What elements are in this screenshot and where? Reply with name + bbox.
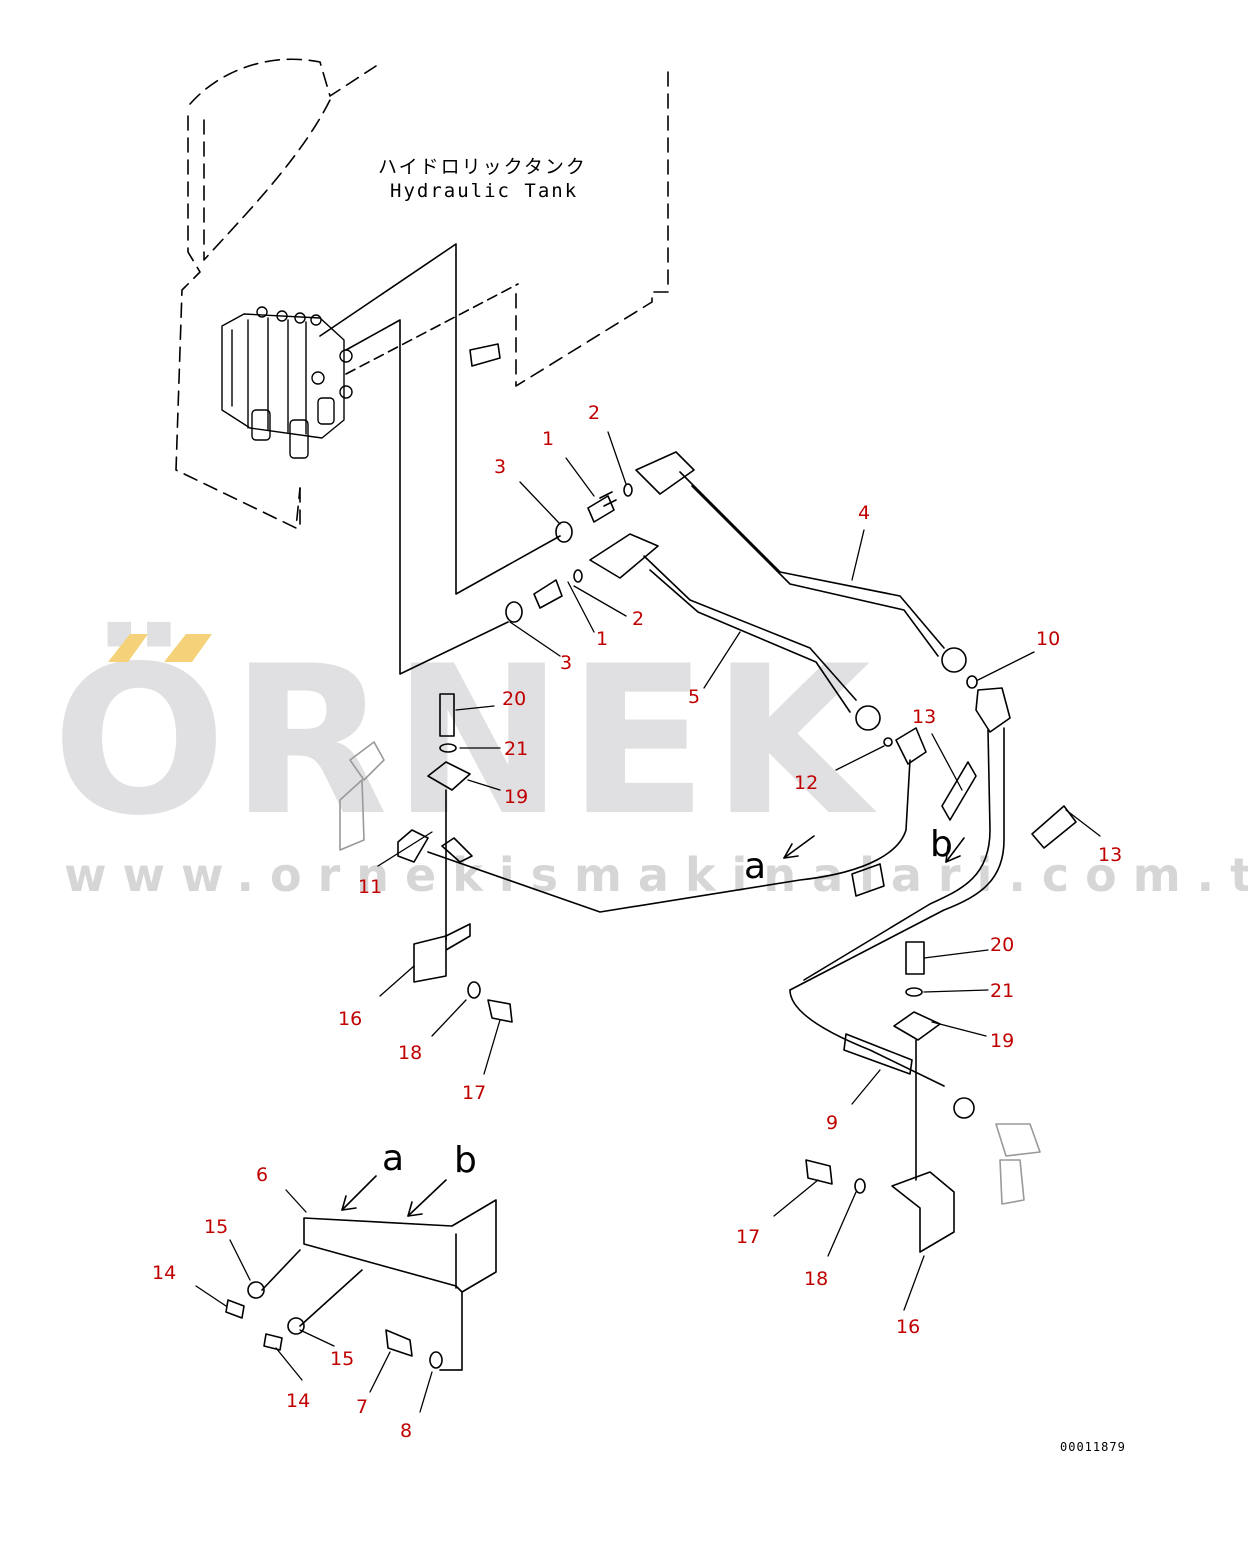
callout-20[interactable]: 20: [990, 934, 1015, 956]
callout-14[interactable]: 14: [152, 1262, 177, 1284]
fitting-lower: [505, 569, 583, 623]
callout-17[interactable]: 17: [736, 1226, 761, 1248]
callout-21[interactable]: 21: [504, 738, 529, 760]
tank-label-japanese: ハイドロリックタンク: [378, 156, 587, 178]
callout-2[interactable]: 2: [632, 608, 645, 630]
leader-valve-dashed: [345, 283, 519, 375]
callout-18[interactable]: 18: [804, 1268, 829, 1290]
pipe-9: [789, 687, 1011, 1119]
pipe-4: [635, 451, 967, 673]
tank-pipe: [469, 343, 501, 367]
pipe-5: [589, 533, 881, 731]
callout-5[interactable]: 5: [688, 686, 701, 708]
callout-11[interactable]: 11: [358, 876, 383, 898]
letter-b-upper: b: [930, 824, 953, 865]
fitting-upper: [555, 483, 633, 543]
callout-21[interactable]: 21: [990, 980, 1015, 1002]
letter-a-upper: a: [744, 846, 767, 887]
drawing-number: 00011879: [1060, 1440, 1126, 1454]
callout-3[interactable]: 3: [560, 652, 573, 674]
callout-18[interactable]: 18: [398, 1042, 423, 1064]
callout-17[interactable]: 17: [462, 1082, 487, 1104]
clamp-right: [805, 941, 955, 1253]
callout-16[interactable]: 16: [338, 1008, 363, 1030]
detail-fitting-left: [339, 741, 385, 851]
bracket-6: [225, 1199, 497, 1371]
tank-label-english: Hydraulic Tank: [390, 180, 579, 202]
callout-3[interactable]: 3: [494, 456, 507, 478]
callout-8[interactable]: 8: [400, 1420, 413, 1442]
leader-valve-lower: [345, 319, 509, 675]
leader-valve-upper: [319, 243, 561, 595]
letter-a-lower: a: [382, 1138, 405, 1179]
callout-19[interactable]: 19: [990, 1030, 1015, 1052]
control-valve: [221, 306, 353, 459]
callout-12[interactable]: 12: [794, 772, 819, 794]
callout-1[interactable]: 1: [542, 428, 555, 450]
watermark-accent: [108, 634, 212, 662]
callout-14[interactable]: 14: [286, 1390, 311, 1412]
detail-fitting-right: [995, 1123, 1041, 1205]
callout-leaders: [195, 431, 1101, 1413]
direction-arrows: [341, 835, 965, 1217]
callout-10[interactable]: 10: [1036, 628, 1061, 650]
callout-1[interactable]: 1: [596, 628, 609, 650]
hydraulic-tank-outline: [175, 58, 669, 531]
callout-7[interactable]: 7: [356, 1396, 369, 1418]
callout-20[interactable]: 20: [502, 688, 527, 710]
callout-9[interactable]: 9: [826, 1112, 839, 1134]
letter-b-lower: b: [454, 1140, 477, 1181]
callout-15[interactable]: 15: [330, 1348, 355, 1370]
callout-16[interactable]: 16: [896, 1316, 921, 1338]
callout-15[interactable]: 15: [204, 1216, 229, 1238]
clamp-left: [413, 693, 513, 1023]
callout-13[interactable]: 13: [912, 706, 937, 728]
callout-6[interactable]: 6: [256, 1164, 269, 1186]
callout-13[interactable]: 13: [1098, 844, 1123, 866]
pipe-11: [397, 727, 927, 913]
callout-4[interactable]: 4: [858, 502, 871, 524]
callout-2[interactable]: 2: [588, 402, 601, 424]
hose-13: [941, 761, 1077, 849]
callout-19[interactable]: 19: [504, 786, 529, 808]
